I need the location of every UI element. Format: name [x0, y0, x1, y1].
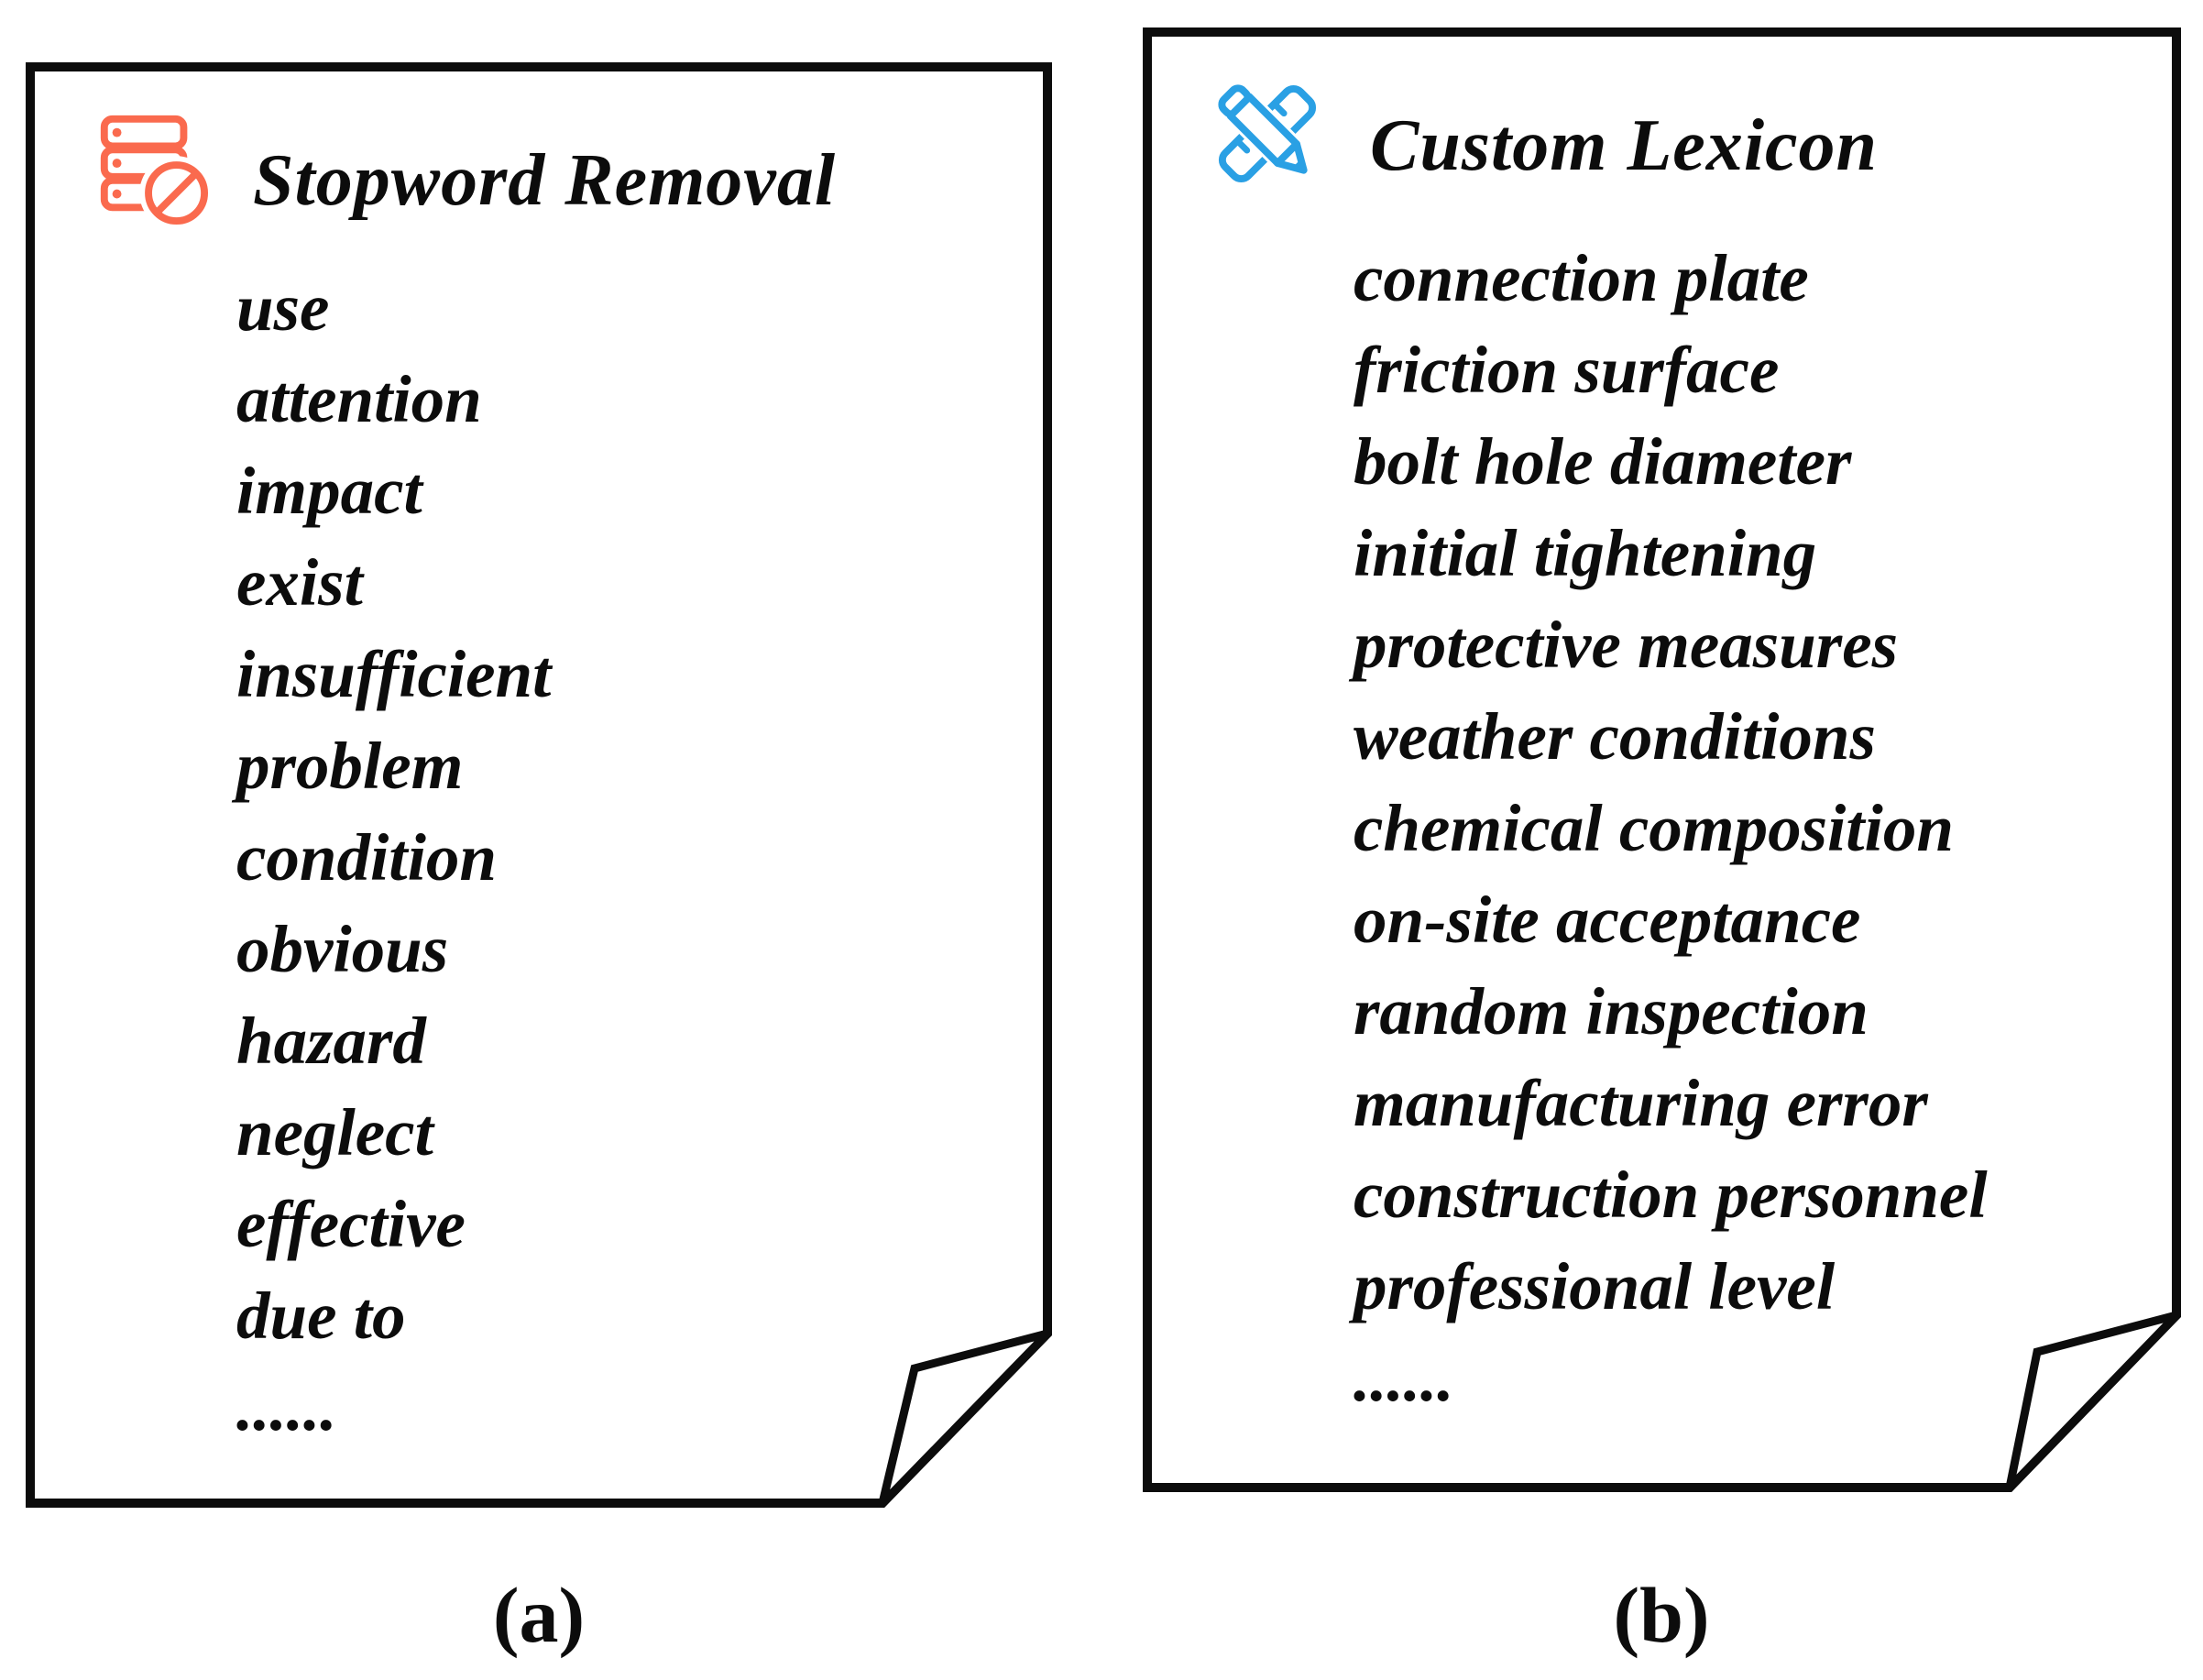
- list-item: chemical composition: [1354, 791, 1954, 865]
- list-item: bolt hole diameter: [1354, 424, 1852, 499]
- list-item: friction surface: [1354, 333, 1780, 407]
- list-item: impact: [236, 454, 422, 528]
- panel-title: Stopword Removal: [253, 140, 837, 221]
- list-item: neglect: [236, 1095, 433, 1169]
- page-with-folded-corner: [26, 62, 1052, 1508]
- list-item: obvious: [236, 912, 449, 986]
- caption-b: (b): [1613, 1571, 1710, 1659]
- caption-a: (a): [492, 1571, 586, 1659]
- list-item: construction personnel: [1354, 1158, 1988, 1232]
- list-item: problem: [236, 729, 464, 803]
- list-item: attention: [236, 362, 482, 436]
- panel-title: Custom Lexicon: [1370, 105, 1879, 186]
- lexicon-list: connection plate friction surface bolt hol…: [1354, 233, 1988, 1424]
- list-item: protective measures: [1354, 608, 1899, 682]
- list-item: insufficient: [236, 637, 552, 711]
- list-item: initial tightening: [1354, 516, 1817, 590]
- list-item: weather conditions: [1354, 699, 1876, 774]
- list-item: ......: [1354, 1341, 1454, 1415]
- list-item: use: [236, 270, 330, 345]
- list-item: condition: [236, 820, 497, 895]
- list-item: on-site acceptance: [1354, 883, 1861, 957]
- list-item: exist: [236, 545, 363, 620]
- list-item: manufacturing error: [1354, 1066, 1928, 1140]
- stopword-list: use attention impact exist insufficient probl…: [236, 262, 551, 1454]
- list-item: connection plate: [1354, 241, 1809, 315]
- panel-stopword-removal: Stopword Removal use attention impact exist…: [26, 62, 1052, 1508]
- page-with-folded-corner: [1143, 27, 2181, 1492]
- list-item: effective: [236, 1187, 466, 1261]
- pencil-ruler-icon: [1218, 84, 1317, 183]
- list-item: due to: [236, 1279, 406, 1353]
- list-item: hazard: [236, 1004, 426, 1078]
- list-item: ......: [236, 1370, 337, 1444]
- database-block-icon: [100, 115, 209, 227]
- panel-custom-lexicon: Custom Lexicon connection plate friction …: [1143, 27, 2181, 1492]
- list-item: professional level: [1354, 1249, 1836, 1323]
- list-item: random inspection: [1354, 974, 1869, 1049]
